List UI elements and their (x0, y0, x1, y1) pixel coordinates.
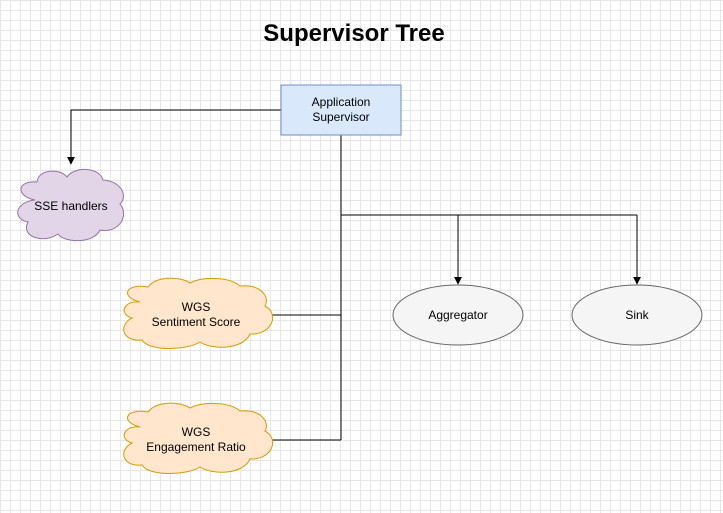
sse-handlers-node[interactable] (17, 169, 125, 242)
sink-node[interactable] (571, 284, 703, 346)
wgs-engagement-ratio-node[interactable] (123, 402, 274, 474)
sink-text: Sink (625, 307, 649, 322)
application-supervisor-node[interactable] (280, 84, 402, 136)
wgs-sentiment-line1: WGS (181, 300, 211, 314)
sse-handlers-label: SSE handlers (15, 176, 127, 236)
edge-supervisor-to-sse (67, 109, 281, 165)
aggregator-node[interactable] (392, 284, 524, 346)
wgs-sentiment-score-node[interactable] (123, 277, 274, 349)
application-supervisor-label: Application Supervisor (281, 85, 401, 135)
aggregator-text: Aggregator (428, 307, 488, 322)
wgs-sentiment-line2: Sentiment Score (151, 315, 241, 329)
sse-handlers-text: SSE handlers (34, 198, 108, 213)
diagram-title: Supervisor Tree (263, 20, 445, 47)
wgs-engagement-label: WGS Engagement Ratio (120, 410, 272, 470)
aggregator-label: Aggregator (393, 285, 523, 345)
application-supervisor-line1: Application (311, 95, 371, 109)
application-supervisor-line2: Supervisor (312, 110, 370, 124)
wgs-sentiment-label: WGS Sentiment Score (120, 285, 272, 345)
edges (67, 109, 641, 444)
wgs-engagement-line2: Engagement Ratio (146, 440, 246, 454)
sink-label: Sink (572, 285, 702, 345)
wgs-engagement-line1: WGS (181, 425, 211, 439)
